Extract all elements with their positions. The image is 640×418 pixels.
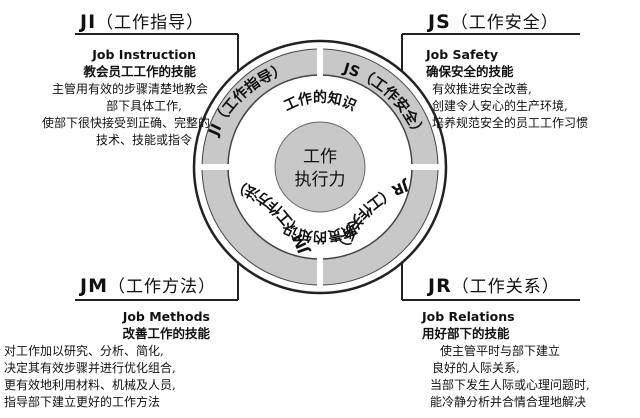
box-ji-en: Job Instruction [92, 47, 196, 62]
box-jr-cn: 用好部下的技能 [422, 326, 510, 341]
title-jr-code: JR [428, 275, 452, 297]
box-ji-line: 部下具体工作, [106, 99, 182, 113]
center-line-2: 执行力 [295, 170, 346, 190]
box-ji-line: 技术、技能或指令 [95, 133, 192, 147]
title-jm-cn: （工作方法） [107, 277, 216, 297]
box-js-line: 创建令人安心的生产环境, [432, 99, 568, 113]
title-ji-code: JI [80, 11, 97, 33]
title-jr-cn: （工作关系） [451, 277, 560, 297]
title-js: JS（工作安全） [428, 8, 559, 33]
box-jm-line: 对工作加以研究、分析、简化, [4, 344, 164, 358]
box-ji-line: 使部下很快接受到正确、完整的 [41, 116, 210, 130]
box-jm-en: Job Methods [122, 309, 210, 324]
title-jr: JR（工作关系） [428, 272, 560, 297]
box-ji-line: 主管用有效的步骤清楚地教会 [51, 82, 208, 96]
box-ji-cn: 教会员工工作的技能 [83, 64, 196, 79]
box-jr-line: 能冷静分析并合情合理地解决 [430, 395, 587, 409]
center-disc [274, 121, 366, 213]
band-dividers [200, 47, 440, 287]
box-jr-line: 当部下发生人际或心理问题时, [430, 378, 590, 392]
box-jm-cn: 改善工作的技能 [122, 326, 210, 341]
box-jm: Job Methods 改善工作的技能 对工作加以研究、分析、简化, 决定其有效… [0, 308, 236, 411]
title-js-cn: （工作安全） [450, 13, 559, 33]
box-jm-line: 指导部下建立更好的工作方法 [4, 395, 161, 409]
center-line-1: 工作 [303, 147, 337, 167]
box-js-line: 培养规范安全的员工工作习惯 [432, 116, 589, 130]
box-jr: Job Relations 用好部下的技能 使主管平时与部下建立 良好的人际关系… [412, 308, 638, 411]
box-js-cn: 确保安全的技能 [426, 64, 514, 79]
box-js-en: Job Safety [426, 47, 499, 62]
box-jm-line: 更有效地利用材料、机械及人员, [4, 378, 176, 392]
title-js-code: JS [428, 11, 451, 33]
box-ji: Job Instruction 教会员工工作的技能 主管用有效的步骤清楚地教会 … [0, 46, 232, 149]
box-jr-line: 使主管平时与部下建立 [440, 344, 561, 358]
title-jm-code: JM [80, 275, 108, 297]
box-js: Job Safety 确保安全的技能 有效推进安全改善, 创建令人安心的生产环境… [412, 46, 638, 132]
box-js-line: 有效推进安全改善, [432, 82, 532, 96]
title-ji-cn: （工作指导） [96, 13, 205, 33]
box-jr-en: Job Relations [422, 309, 515, 324]
title-ji: JI（工作指导） [80, 8, 204, 33]
title-jm: JM（工作方法） [80, 272, 216, 297]
box-jm-line: 决定其有效步骤并进行优化组合, [4, 361, 176, 375]
frame-lines [75, 33, 580, 301]
box-jr-line: 良好的人际关系, [432, 361, 520, 375]
